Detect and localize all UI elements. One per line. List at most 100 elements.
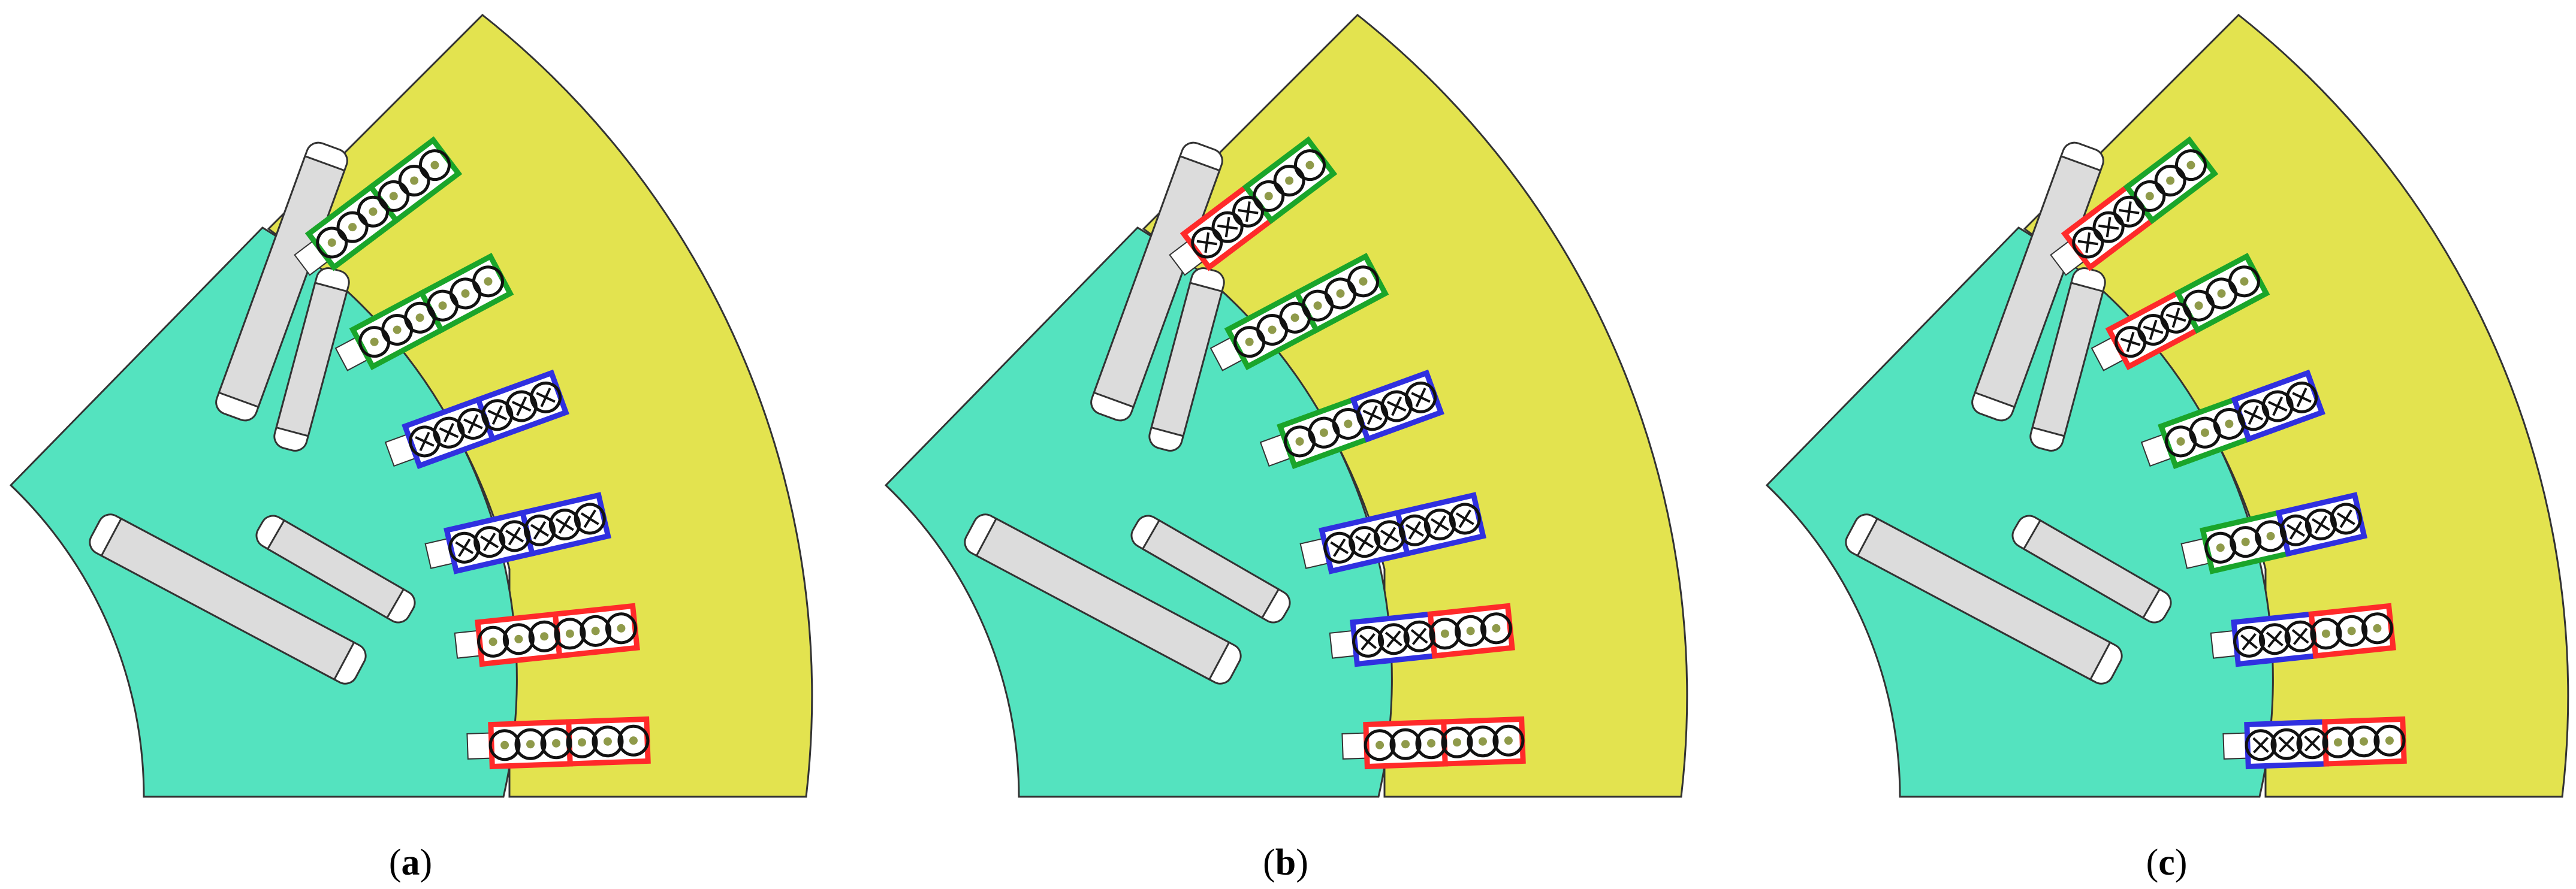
conductor — [1429, 618, 1461, 650]
conductor — [316, 226, 348, 259]
current-in-cross — [2292, 388, 2312, 407]
caption-paren-open: ( — [389, 842, 402, 883]
conductor — [1293, 149, 1326, 182]
conductor — [2154, 164, 2186, 196]
current-out-dot — [2176, 437, 2185, 446]
stator-slot — [466, 716, 651, 770]
current-out-dot — [393, 325, 402, 334]
conductor — [2261, 390, 2294, 422]
conductor — [448, 531, 481, 564]
stator-slot — [1209, 252, 1389, 371]
conductor — [2270, 728, 2303, 760]
conductor — [488, 729, 521, 761]
conductor — [1441, 726, 1473, 758]
current-in-cross — [439, 423, 459, 443]
stator-slot — [454, 603, 640, 667]
conductor — [1405, 381, 1437, 413]
current-in-cross — [2287, 521, 2305, 540]
conductor — [514, 728, 547, 760]
conductor — [530, 381, 562, 413]
current-in-cross — [1217, 217, 1238, 238]
current-out-dot — [1427, 739, 1436, 748]
current-in-cross — [463, 414, 483, 434]
conductor — [505, 390, 538, 422]
conductor — [580, 615, 612, 647]
current-out-dot — [1440, 629, 1449, 638]
conductor — [381, 314, 414, 346]
magnet-2 — [2029, 267, 2106, 452]
conductor — [2286, 381, 2318, 413]
conductor — [2137, 314, 2170, 346]
conductor — [2373, 724, 2406, 757]
conductor — [523, 514, 556, 546]
current-out-dot — [1336, 289, 1345, 298]
current-out-dot — [484, 277, 493, 286]
caption-letter: b — [1275, 842, 1296, 883]
conductor — [1256, 314, 1289, 346]
conductor — [574, 503, 606, 535]
current-out-dot — [1478, 737, 1487, 746]
panels-layer: (a)(b)(c) — [9, 13, 2569, 883]
conductor — [2279, 514, 2312, 546]
current-in-cross — [1386, 396, 1407, 416]
current-out-dot — [488, 637, 497, 646]
current-in-cross — [1384, 630, 1402, 648]
caption-paren-close: ) — [420, 842, 433, 883]
conductor — [1380, 390, 1413, 422]
current-out-dot — [2347, 627, 2356, 636]
permanent-magnet — [2031, 282, 2104, 437]
current-in-cross — [1455, 509, 1474, 528]
conductor — [2322, 726, 2354, 758]
current-out-dot — [1264, 192, 1273, 201]
conductor — [2228, 265, 2260, 298]
current-out-dot — [1313, 301, 1322, 310]
current-out-dot — [2145, 192, 2154, 201]
current-out-dot — [629, 736, 638, 745]
magnet-4 — [964, 513, 1242, 685]
permanent-magnet — [1093, 155, 1221, 409]
current-in-cross — [2336, 509, 2355, 528]
conductor — [450, 277, 482, 310]
conductor — [2336, 615, 2368, 647]
magnet-4 — [89, 513, 367, 685]
permanent-magnet — [975, 517, 1230, 681]
current-out-dot — [1285, 176, 1294, 185]
conductor — [2206, 277, 2238, 310]
current-in-cross — [2120, 331, 2141, 352]
conductor — [1273, 164, 1305, 196]
caption-letter: a — [402, 842, 420, 883]
current-out-dot — [410, 176, 419, 185]
current-out-dot — [1268, 325, 1277, 334]
conductor — [540, 727, 572, 760]
permanent-magnet — [218, 155, 346, 409]
current-in-cross — [1411, 388, 1431, 407]
current-out-dot — [2216, 543, 2225, 552]
permanent-magnet — [1150, 282, 1223, 437]
current-out-dot — [415, 313, 424, 322]
magnet-2 — [1148, 267, 1225, 452]
current-in-cross — [2119, 201, 2140, 222]
permanent-magnet — [266, 519, 405, 619]
current-in-cross — [580, 509, 599, 528]
current-out-dot — [1305, 161, 1314, 170]
conductor — [1403, 620, 1435, 652]
conductor — [1302, 289, 1334, 322]
current-in-cross — [487, 405, 507, 425]
panel-a: (a) — [9, 13, 813, 883]
conductor — [528, 620, 560, 652]
current-out-dot — [430, 161, 439, 170]
conductor — [1325, 277, 1357, 310]
conductor — [1467, 725, 1499, 758]
current-out-dot — [1452, 738, 1461, 747]
current-in-cross — [1196, 232, 1217, 253]
current-out-dot — [1245, 337, 1254, 346]
conductor — [617, 724, 650, 757]
conductor — [398, 164, 430, 196]
current-in-cross — [2077, 232, 2098, 253]
current-in-cross — [1362, 405, 1382, 425]
current-out-dot — [370, 337, 379, 346]
current-in-cross — [2240, 633, 2258, 651]
current-in-cross — [1380, 527, 1399, 546]
magnet-4 — [1845, 513, 2123, 685]
conductor — [1349, 526, 1381, 558]
